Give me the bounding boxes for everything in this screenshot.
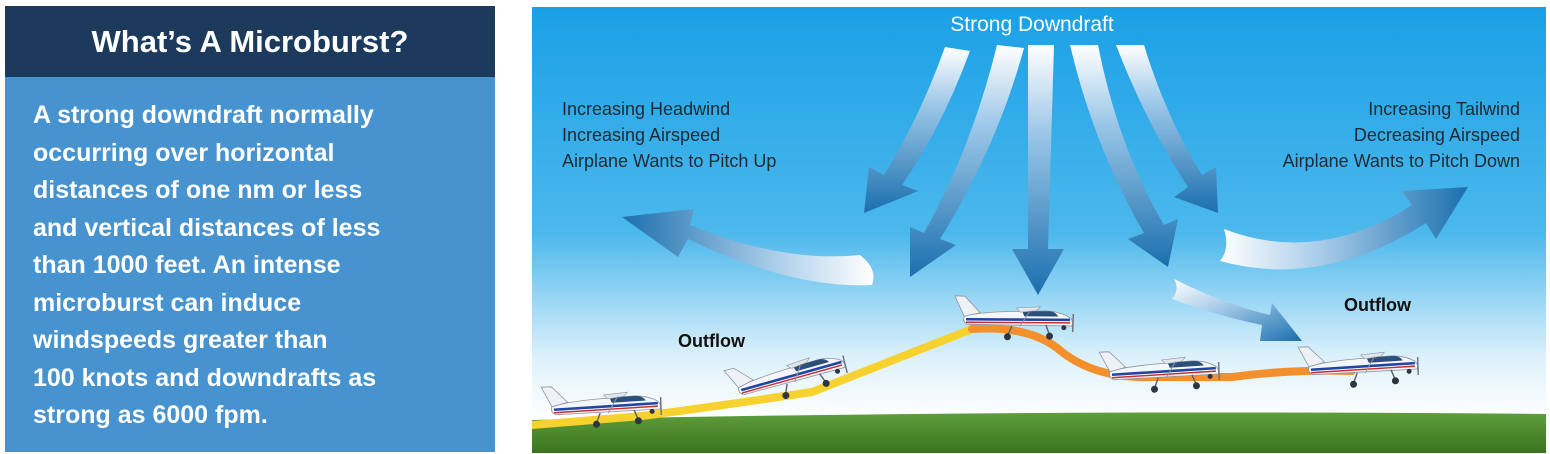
right-effect-3: Airplane Wants to Pitch Down <box>1283 151 1520 171</box>
downdraft-arrow <box>1116 45 1218 213</box>
info-panel: What’s A Microburst? A strong downdraft … <box>5 6 495 452</box>
left-effect-2: Increasing Airspeed <box>562 125 720 145</box>
outflow-left-label: Outflow <box>678 331 746 351</box>
info-body-line: A strong downdraft normally <box>33 101 374 129</box>
info-body-line: and vertical distances of less <box>33 213 381 242</box>
downdraft-arrow <box>864 47 970 213</box>
info-body-line: 100 knots and downdrafts as <box>33 363 377 392</box>
left-effect-1: Increasing Headwind <box>562 99 730 119</box>
flight-path-yellow <box>532 325 976 429</box>
left-outflow-arrow <box>622 209 874 286</box>
info-body-line: microburst can induce <box>33 288 302 317</box>
ground <box>532 412 1546 453</box>
downdraft-arrows <box>864 45 1218 295</box>
info-body-line: strong as 6000 fpm. <box>33 401 268 429</box>
info-title: What’s A Microburst? <box>91 23 409 59</box>
diagram-title: Strong Downdraft <box>950 13 1114 36</box>
diagram-canvas: Strong Downdraft Increasing Headwind Inc… <box>532 7 1546 453</box>
right-effect-2: Decreasing Airspeed <box>1354 125 1520 145</box>
info-body-line: distances of one nm or less <box>33 176 363 204</box>
info-body-line: occurring over horizontal <box>33 138 335 167</box>
right-effect-1: Increasing Tailwind <box>1368 99 1520 119</box>
downdraft-arrow <box>1012 45 1064 295</box>
info-header: What’s A Microburst? <box>5 6 495 77</box>
info-body-line: than 1000 feet. An intense <box>33 251 341 279</box>
downdraft-arrow <box>910 45 1024 277</box>
downdraft-arrow <box>1070 45 1178 267</box>
outflow-right-label: Outflow <box>1344 295 1412 315</box>
right-outflow-arrow <box>1220 187 1468 270</box>
left-effect-3: Airplane Wants to Pitch Up <box>562 151 776 171</box>
info-body-line: windspeeds greater than <box>33 326 328 354</box>
right-lower-outflow-arrow <box>1172 279 1302 341</box>
info-body: A strong downdraft normally occurring ov… <box>5 77 495 435</box>
microburst-diagram: Strong Downdraft Increasing Headwind Inc… <box>532 7 1546 453</box>
